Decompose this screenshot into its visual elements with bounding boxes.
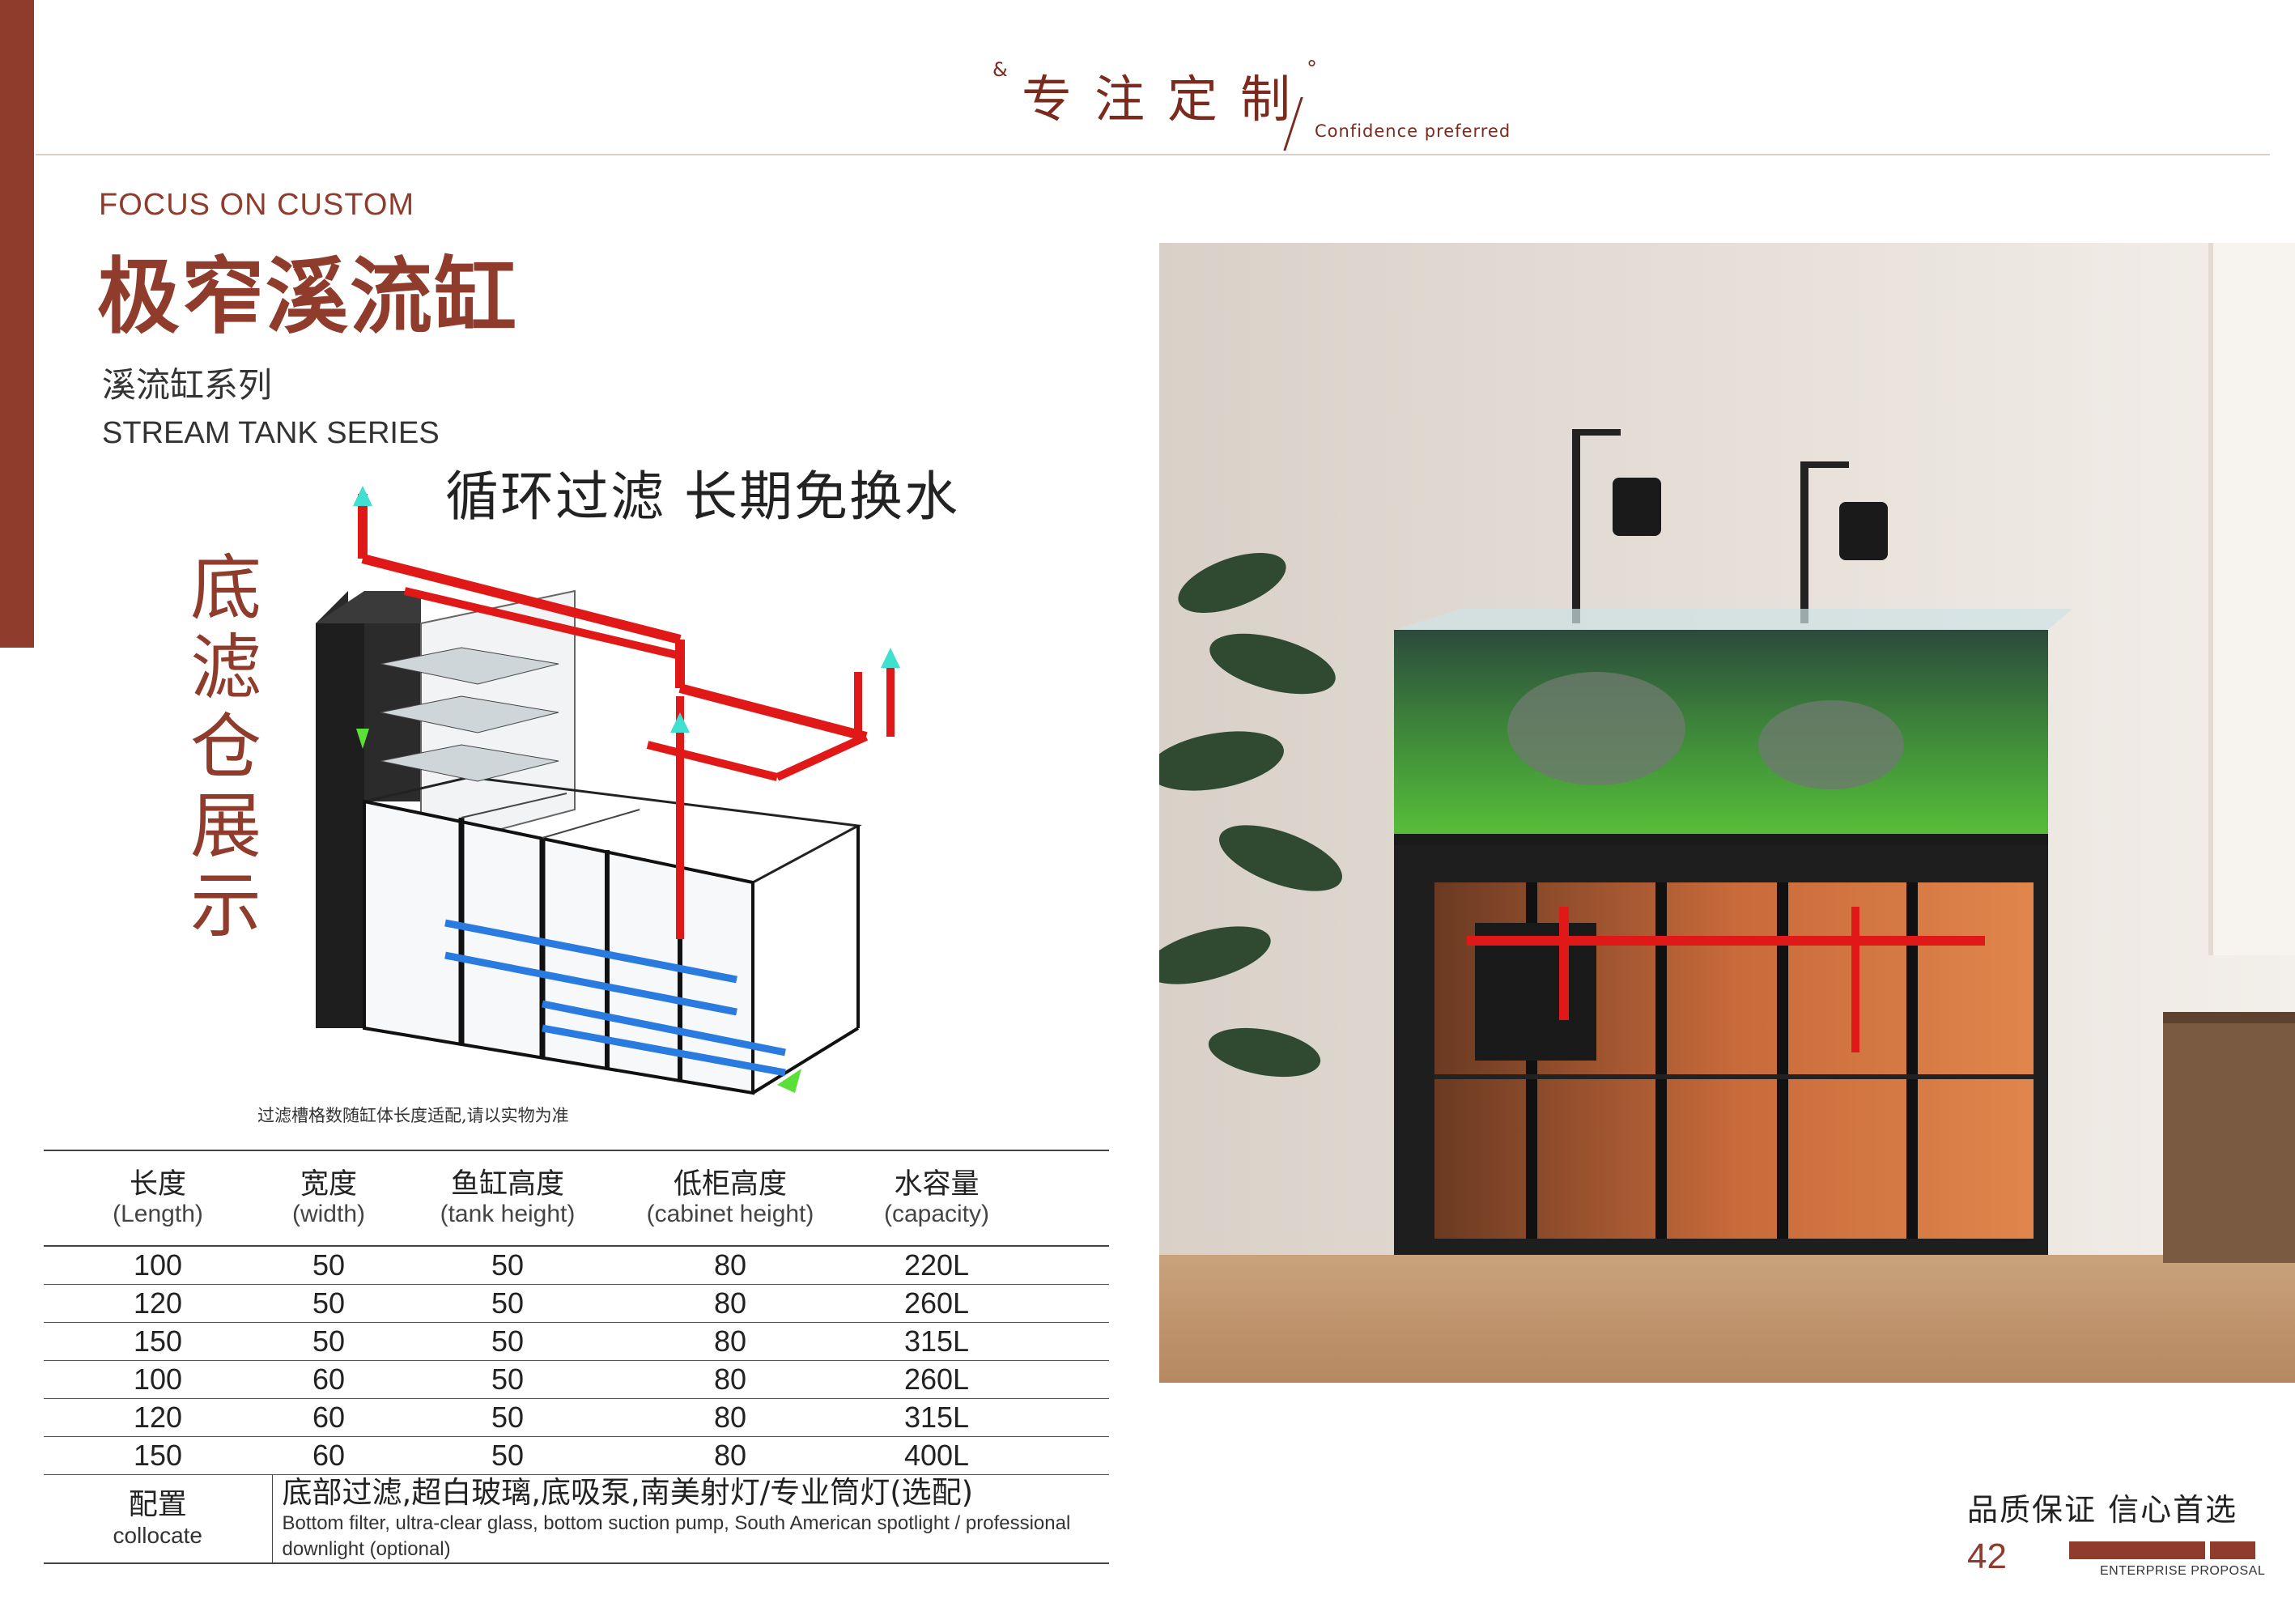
- table-cell: 80: [630, 1246, 831, 1285]
- table-cell: 60: [272, 1436, 385, 1475]
- table-cell: 60: [272, 1360, 385, 1399]
- table-cell: 100: [44, 1360, 272, 1399]
- filter-sump-diagram: [316, 486, 900, 1095]
- table-cell: 220L: [831, 1246, 1043, 1285]
- column-header-spacer: [1043, 1150, 1109, 1247]
- table-cell: 50: [385, 1284, 630, 1323]
- table-cell: 50: [385, 1398, 630, 1437]
- table-row: 150 50 50 80 315L: [44, 1322, 1109, 1361]
- table-cell: 260L: [831, 1360, 1043, 1399]
- table-row: 120 60 50 80 315L: [44, 1398, 1109, 1437]
- table-cell: 60: [272, 1398, 385, 1437]
- config-label: 配置 collocate: [44, 1474, 273, 1564]
- table-cell: 50: [272, 1246, 385, 1285]
- series-name-en: STREAM TANK SERIES: [102, 416, 440, 450]
- vertical-label: 底滤仓展示: [189, 546, 261, 947]
- table-cell: 120: [44, 1398, 272, 1437]
- table-cell: 120: [44, 1284, 272, 1323]
- product-photo: [1159, 243, 2295, 1383]
- column-header-capacity: 水容量(capacity): [831, 1150, 1043, 1247]
- table-cell: 50: [272, 1284, 385, 1323]
- page-number: 42: [1967, 1537, 2007, 1576]
- table-cell: 50: [385, 1322, 630, 1361]
- focus-label: FOCUS ON CUSTOM: [99, 188, 415, 222]
- table-cell: 80: [630, 1398, 831, 1437]
- table-cell: 80: [630, 1360, 831, 1399]
- table-cell: 100: [44, 1246, 272, 1285]
- table-cell: 150: [44, 1436, 272, 1475]
- series-name-cn: 溪流缸系列: [102, 365, 273, 405]
- footer-accent-bar: [2069, 1541, 2205, 1559]
- table-row: 100 50 50 80 220L: [44, 1246, 1109, 1285]
- header-degree-mark: °: [1307, 57, 1317, 81]
- table-cell: 50: [385, 1360, 630, 1399]
- table-cell: 80: [630, 1436, 831, 1475]
- table-cell: 50: [272, 1322, 385, 1361]
- table-cell: 50: [385, 1246, 630, 1285]
- config-description: 底部过滤,超白玻璃,底吸泵,南美射灯/专业筒灯(选配) Bottom filte…: [272, 1474, 1109, 1564]
- table-cell: 260L: [831, 1284, 1043, 1323]
- table-row: 100 60 50 80 260L: [44, 1360, 1109, 1399]
- table-cell: 80: [630, 1322, 831, 1361]
- table-row: 150 60 50 80 400L: [44, 1436, 1109, 1475]
- table-cell: 315L: [831, 1322, 1043, 1361]
- table-cell: 50: [385, 1436, 630, 1475]
- table-cell: 150: [44, 1322, 272, 1361]
- slogan: 循环过滤 长期免换水: [445, 466, 959, 528]
- left-accent-bar: [0, 0, 34, 648]
- column-header-cabinet-height: 低柜高度(cabinet height): [630, 1150, 831, 1247]
- table-cell-spacer: [1043, 1398, 1109, 1437]
- header-subtitle: Confidence preferred: [1315, 121, 1511, 141]
- header-ampersand: &: [992, 58, 1008, 81]
- config-row: 配置 collocate 底部过滤,超白玻璃,底吸泵,南美射灯/专业筒灯(选配)…: [44, 1474, 1109, 1564]
- quality-slogan: 品质保证 信心首选: [1967, 1492, 2238, 1528]
- diagram-note: 过滤槽格数随缸体长度适配,请以实物为准: [257, 1106, 569, 1125]
- footer-accent-bar-small: [2210, 1541, 2255, 1559]
- header-title: 专注定制: [1022, 70, 1314, 129]
- table-row: 120 50 50 80 260L: [44, 1284, 1109, 1323]
- table-cell: 400L: [831, 1436, 1043, 1475]
- table-header-row: 长度(Length) 宽度(width) 鱼缸高度(tank height) 低…: [44, 1150, 1109, 1247]
- column-header-length: 长度(Length): [44, 1150, 272, 1247]
- column-header-tank-height: 鱼缸高度(tank height): [385, 1150, 630, 1247]
- table-cell-spacer: [1043, 1322, 1109, 1361]
- table-cell: 80: [630, 1284, 831, 1323]
- footer-proposal-label: ENTERPRISE PROPOSAL: [2100, 1564, 2266, 1578]
- table-cell-spacer: [1043, 1436, 1109, 1475]
- table-cell-spacer: [1043, 1284, 1109, 1323]
- page-title: 极窄溪流缸: [97, 249, 518, 346]
- table-cell: 315L: [831, 1398, 1043, 1437]
- column-header-width: 宽度(width): [272, 1150, 385, 1247]
- table-cell-spacer: [1043, 1360, 1109, 1399]
- header-rule: [36, 154, 2270, 155]
- spec-table: 长度(Length) 宽度(width) 鱼缸高度(tank height) 低…: [44, 1150, 1109, 1564]
- table-cell-spacer: [1043, 1246, 1109, 1285]
